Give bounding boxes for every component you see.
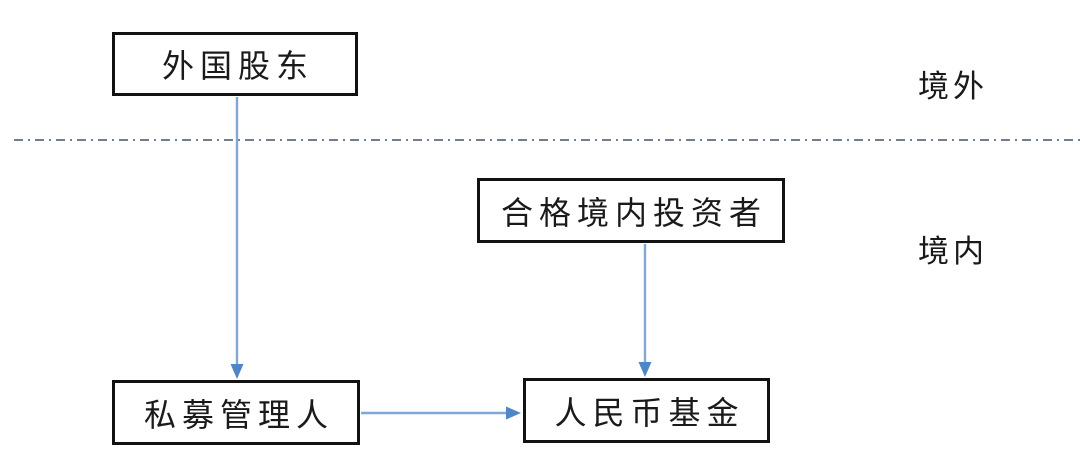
node-private-fund-manager-label: 私募管理人: [143, 396, 334, 433]
node-foreign-shareholder: 外国股东: [112, 32, 358, 96]
region-label-offshore: 境外: [918, 69, 988, 104]
arrow-private-fund-manager-to-rmb-fund: [361, 406, 521, 420]
node-qualified-domestic-investor-label: 合格境内投资者: [500, 194, 767, 231]
arrow-qualified-investor-to-rmb-fund: [638, 244, 652, 377]
node-rmb-fund: 人民币基金: [523, 378, 770, 443]
node-private-fund-manager: 私募管理人: [112, 380, 360, 445]
node-qualified-domestic-investor: 合格境内投资者: [477, 178, 785, 243]
arrow-foreign-shareholder-to-private-fund-manager: [230, 97, 244, 379]
region-label-onshore: 境内: [918, 234, 988, 269]
node-rmb-fund-label: 人民币基金: [554, 394, 745, 431]
node-foreign-shareholder-label: 外国股东: [161, 48, 314, 84]
